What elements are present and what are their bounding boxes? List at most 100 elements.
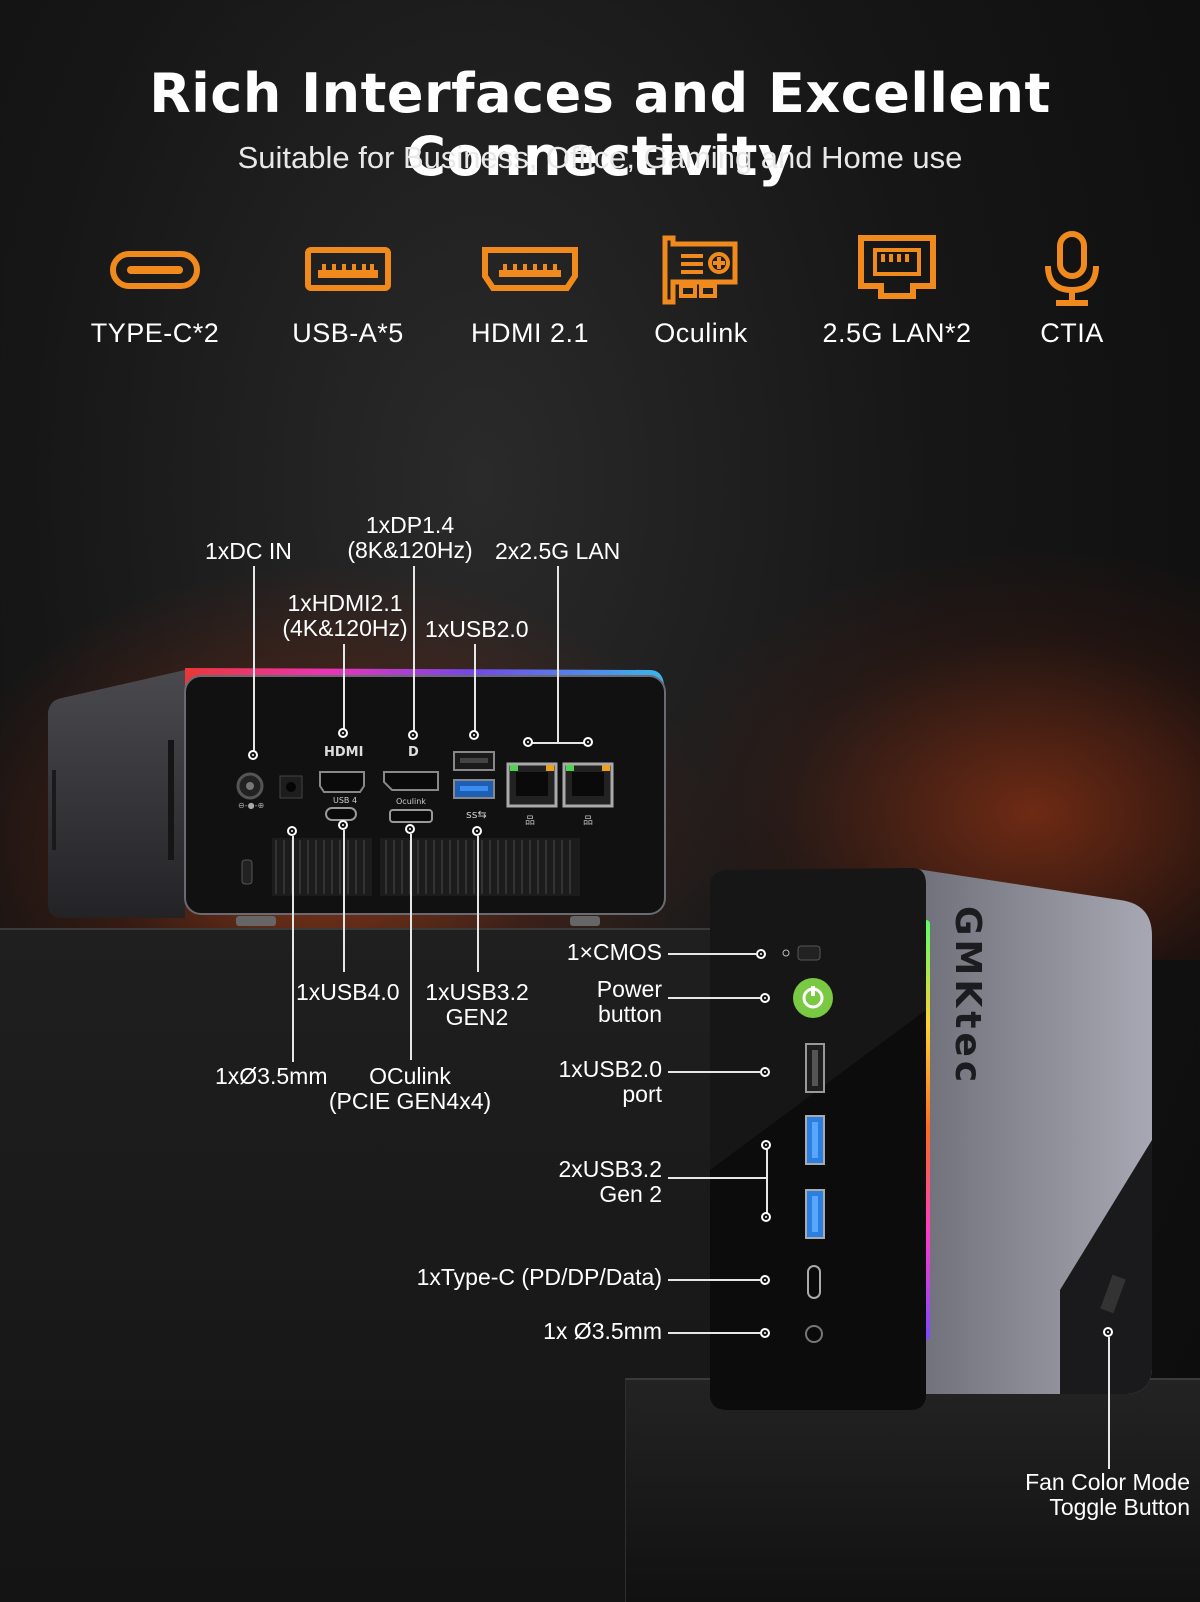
- callout-dot: [248, 750, 258, 760]
- leader-line: [1108, 1337, 1110, 1469]
- label-usb2-front: 1xUSB2.0 port: [540, 1057, 662, 1107]
- feature-lan: 2.5G LAN*2: [812, 230, 982, 348]
- svg-text:品: 品: [525, 815, 535, 827]
- label-line: (4K&120Hz): [282, 615, 408, 641]
- label-line: Power: [596, 976, 662, 1002]
- label-lan: 2x2.5G LAN: [495, 538, 621, 564]
- label-line: 1xUSB3.2: [425, 979, 529, 1005]
- leader-line: [477, 836, 479, 972]
- leader-line: [668, 1071, 760, 1073]
- oculink-card-icon: [662, 235, 738, 305]
- hdmi-mark: HDMI: [324, 745, 363, 760]
- callout-dot: [405, 824, 415, 834]
- leader-line: [668, 1279, 760, 1281]
- leader-line: [343, 830, 345, 972]
- callout-dot: [523, 737, 533, 747]
- label-dc-in: 1xDC IN: [205, 538, 292, 564]
- callout-dot: [760, 1067, 770, 1077]
- callout-dot: [760, 1275, 770, 1285]
- label-line: OCulink: [369, 1063, 451, 1089]
- label-line: (PCIE GEN4x4): [328, 1088, 492, 1114]
- leader-line: [413, 566, 415, 734]
- label-line: (8K&120Hz): [347, 537, 473, 563]
- callout-dot: [287, 826, 297, 836]
- label-usb32-front: 2xUSB3.2 Gen 2: [540, 1157, 662, 1207]
- callout-dot: [760, 993, 770, 1003]
- label-line: button: [598, 1001, 662, 1027]
- feature-oculink: Oculink: [616, 230, 786, 348]
- label-usb2-back: 1xUSB2.0: [425, 616, 529, 642]
- hdmi-port-icon: [482, 247, 578, 291]
- callout-dot: [408, 730, 418, 740]
- leader-line: [668, 997, 760, 999]
- leader-line: [557, 566, 559, 742]
- feature-label: 2.5G LAN*2: [822, 318, 972, 348]
- leader-line: [474, 644, 476, 734]
- label-line: Toggle Button: [1049, 1494, 1190, 1520]
- leader-line: [253, 566, 255, 756]
- label-line: 1xUSB2.0: [558, 1056, 662, 1082]
- label-usb4: 1xUSB4.0: [296, 979, 400, 1005]
- usb4-mark: USB 4: [333, 796, 357, 805]
- feature-label: TYPE-C*2: [90, 318, 220, 348]
- feature-usb-a: USB-A*5: [263, 230, 433, 348]
- label-oculink: OCulink (PCIE GEN4x4): [322, 1064, 498, 1114]
- callout-dot: [469, 730, 479, 740]
- leader-line: [668, 1177, 766, 1179]
- label-line: 1xHDMI2.1: [287, 590, 403, 616]
- feature-ctia: CTIA: [987, 230, 1157, 348]
- page-subtitle: Suitable for Business, Office, Gaming an…: [237, 140, 963, 175]
- mini-pc-front-view: GMKtec: [710, 868, 1152, 1410]
- callout-dot: [338, 728, 348, 738]
- callout-dot: [472, 826, 482, 836]
- usb-a-port-icon: [305, 247, 391, 291]
- leader-line: [766, 1146, 768, 1214]
- label-audio-front: 1x Ø3.5mm: [543, 1318, 662, 1344]
- feature-label: HDMI 2.1: [470, 318, 590, 348]
- label-dp: 1xDP1.4 (8K&120Hz): [345, 513, 475, 563]
- gmktec-logo: GMKtec: [947, 906, 988, 1086]
- label-line: Fan Color Mode: [1025, 1469, 1190, 1495]
- microphone-icon: [1045, 231, 1099, 306]
- label-cmos: 1×CMOS: [566, 939, 662, 965]
- oculink-mark: Oculink: [396, 797, 426, 806]
- label-line: GEN2: [445, 1004, 509, 1030]
- page-title: Rich Interfaces and Excellent Connectivi…: [149, 62, 1051, 188]
- leader-line: [410, 834, 412, 1060]
- label-line: port: [622, 1081, 662, 1107]
- label-fan-toggle: Fan Color Mode Toggle Button: [1004, 1470, 1190, 1520]
- callout-dot: [761, 1140, 771, 1150]
- lan-port-icon: [858, 235, 936, 299]
- label-hdmi: 1xHDMI2.1 (4K&120Hz): [278, 591, 412, 641]
- svg-text:ss⇆: ss⇆: [466, 808, 487, 821]
- display-shelf: [0, 928, 710, 1602]
- feature-type-c: TYPE-C*2: [70, 230, 240, 348]
- callout-dot: [338, 820, 348, 830]
- label-power: Power button: [560, 977, 662, 1027]
- svg-text:品: 品: [583, 815, 593, 827]
- callout-dot: [761, 1212, 771, 1222]
- label-line: 2xUSB3.2: [558, 1156, 662, 1182]
- label-usb32-back: 1xUSB3.2 GEN2: [420, 980, 534, 1030]
- label-typec: 1xType-C (PD/DP/Data): [416, 1264, 662, 1290]
- leader-line: [528, 742, 590, 744]
- label-line: Gen 2: [599, 1181, 662, 1207]
- leader-line: [292, 836, 294, 1062]
- label-line: 1xDP1.4: [365, 512, 455, 538]
- callout-dot: [583, 737, 593, 747]
- feature-label: Oculink: [654, 318, 748, 348]
- feature-label: CTIA: [1040, 318, 1104, 348]
- leader-line: [668, 953, 756, 955]
- feature-label: USB-A*5: [292, 318, 404, 348]
- label-audio-back: 1xØ3.5mm: [215, 1063, 328, 1089]
- callout-dot: [756, 949, 766, 959]
- feature-hdmi: HDMI 2.1: [445, 230, 615, 348]
- leader-line: [343, 644, 345, 732]
- callout-dot: [760, 1328, 770, 1338]
- svg-text:D: D: [408, 745, 419, 760]
- svg-text:⊖-●-⊕: ⊖-●-⊕: [238, 801, 264, 810]
- leader-line: [668, 1332, 760, 1334]
- mini-pc-back-view: ⊖-●-⊕ HDMI USB 4 D Oculink ss⇆ 品 品: [48, 668, 666, 926]
- type-c-port-icon: [110, 251, 200, 289]
- callout-dot: [1103, 1327, 1113, 1337]
